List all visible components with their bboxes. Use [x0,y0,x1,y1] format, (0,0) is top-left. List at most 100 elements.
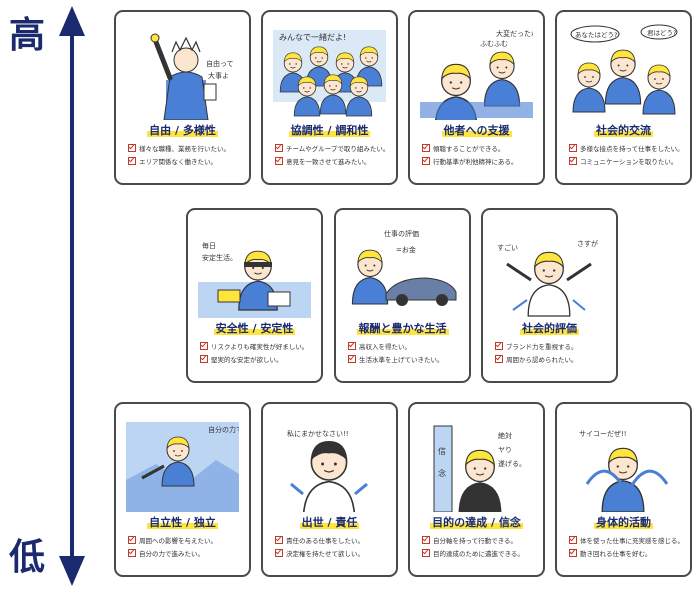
checkbox-checked-icon [569,536,577,544]
checkbox-checked-icon [422,157,430,165]
svg-text:ヤり: ヤり [498,446,512,454]
checkbox-checked-icon [569,144,577,152]
card-title-text: 社会的評価 [520,322,579,335]
card-title: 目的の達成 / 信念 [410,514,543,530]
card-checklist: 体を使った仕事に充実感を感じる。動き回れる仕事を好む。 [569,536,686,562]
checklist-item-text: 責任のある仕事をしたい。 [286,537,364,545]
svg-text:自分の力で: 自分の力で [208,425,239,434]
svg-text:すごい: すごい [497,243,518,252]
checklist-item: 動き回れる仕事を好む。 [569,549,686,558]
checklist-item-text: コミュニケーションを取りたい。 [580,158,678,166]
checklist-item-text: 周囲への影響を与えたい。 [139,537,217,545]
checkbox-checked-icon [348,342,356,350]
checklist-item: エリア関係なく働きたい。 [128,157,245,166]
checklist-item-text: チームやグループで取り組みたい。 [286,145,390,153]
card-title: 自由 / 多様性 [116,122,249,138]
checklist-item: 周囲への影響を与えたい。 [128,536,245,545]
support-illustration: 大変だったね ふむふむ [420,29,533,120]
checklist-item: 体を使った仕事に充実感を感じる。 [569,536,686,545]
card-title-text: 身体的活動 [594,516,653,529]
goal-illustration: 信 念 絶対 ヤり 遂げる。 [433,425,526,512]
checklist-item: 周囲から認められたい。 [495,355,612,364]
checklist-item: 意見を一致させて進みたい。 [275,157,392,166]
value-card: 大変だったね ふむふむ他者への支援傾聴することができる。行動基準が利他精神にある… [408,10,545,185]
card-title: 出世 / 責任 [263,514,396,530]
value-card: 毎日 安定生活。安全性 / 安定性リスクよりも確実性が好ましい。堅実的な安定が欲… [186,208,323,383]
active-illustration: サイコーだぜ!! [579,430,669,512]
checklist-item: リスクよりも確実性が好ましい。 [200,342,317,351]
climb-illustration: 自分の力で [126,422,239,512]
card-title: 安全性 / 安定性 [188,320,321,336]
svg-text:仕事の評価: 仕事の評価 [384,229,419,238]
checkbox-checked-icon [275,536,283,544]
svg-text:=お金: =お金 [396,245,416,254]
checklist-item-text: 体を使った仕事に充実感を感じる。 [580,537,684,545]
checklist-item-text: 自分軸を持って行動できる。 [433,537,518,545]
svg-text:念: 念 [438,468,446,478]
checkbox-checked-icon [275,157,283,165]
checklist-item-text: 堅実的な安定が欲しい。 [211,356,283,364]
svg-text:安定生活。: 安定生活。 [202,253,237,262]
liberty-illustration: 自由って 大事よ [150,33,234,120]
checkbox-checked-icon [495,355,503,363]
value-card: 自由って 大事よ自由 / 多様性様々な職種、業務を行いたい。エリア関係なく働きた… [114,10,251,185]
checklist-item-text: 意見を一致させて進みたい。 [286,158,371,166]
checklist-item-text: 生活水準を上げていきたい。 [359,356,444,364]
checklist-item-text: ブランド力を重視する。 [506,343,578,351]
card-title-text: 安全性 / 安定性 [213,322,296,335]
checkbox-checked-icon [275,144,283,152]
svg-text:さすが: さすが [577,239,598,248]
value-card: すごい さすが 社会的評価ブランド力を重視する。周囲から認められたい。 [481,208,618,383]
svg-text:みんなで一緒だよ!: みんなで一緒だよ! [279,32,346,42]
checklist-item: 生活水準を上げていきたい。 [348,355,465,364]
checkbox-checked-icon [200,355,208,363]
praise-illustration: すごい さすが [497,239,598,317]
checklist-item: 行動基準が利他精神にある。 [422,157,539,166]
checklist-item: 様々な職種、業務を行いたい。 [128,144,245,153]
card-title-text: 出世 / 責任 [299,516,360,529]
card-title: 他者への支援 [410,122,543,138]
checklist-item: ブランド力を重視する。 [495,342,612,351]
checklist-item-text: 目的達成のために邁進できる。 [433,550,524,558]
checklist-item-text: 高収入を得たい。 [359,343,411,351]
card-title-text: 自立性 / 独立 [147,516,218,529]
checkbox-checked-icon [128,157,136,165]
checklist-item-text: 多様な接点を持って仕事をしたい。 [580,145,684,153]
card-checklist: 様々な職種、業務を行いたい。エリア関係なく働きたい。 [128,144,245,170]
card-title: 自立性 / 独立 [116,514,249,530]
card-title: 身体的活動 [557,514,690,530]
card-title-text: 目的の達成 / 信念 [430,516,523,529]
checkbox-checked-icon [348,355,356,363]
card-title-text: 報酬と豊かな生活 [356,322,449,335]
svg-text:サイコーだぜ!!: サイコーだぜ!! [579,430,627,438]
card-checklist: リスクよりも確実性が好ましい。堅実的な安定が欲しい。 [200,342,317,368]
vertical-axis-arrow [59,6,85,586]
checkbox-checked-icon [128,536,136,544]
card-checklist: 傾聴することができる。行動基準が利他精神にある。 [422,144,539,170]
svg-text:絶対: 絶対 [498,431,512,440]
checkbox-checked-icon [495,342,503,350]
checklist-item: 自分の力で進みたい。 [128,549,245,558]
checklist-item-text: 周囲から認められたい。 [506,356,578,364]
card-checklist: 自分軸を持って行動できる。目的達成のために邁進できる。 [422,536,539,562]
checklist-item-text: リスクよりも確実性が好ましい。 [211,343,309,351]
card-checklist: 多様な接点を持って仕事をしたい。コミュニケーションを取りたい。 [569,144,686,170]
reward-illustration: 仕事の評価 =お金 [351,229,457,306]
checkbox-checked-icon [128,144,136,152]
axis-high-label: 高 [8,15,45,56]
value-card: サイコーだぜ!! 身体的活動体を使った仕事に充実感を感じる。動き回れる仕事を好む。 [555,402,692,577]
axis-low-label: 低 [8,537,45,578]
checkbox-checked-icon [422,536,430,544]
card-checklist: 責任のある仕事をしたい。決定権を持たせて欲しい。 [275,536,392,562]
checklist-item: 自分軸を持って行動できる。 [422,536,539,545]
card-title: 報酬と豊かな生活 [336,320,469,336]
value-card: 私にまかせなさい!! 出世 / 責任責任のある仕事をしたい。決定権を持たせて欲し… [261,402,398,577]
checkbox-checked-icon [569,549,577,557]
card-title-text: 他者への支援 [441,124,512,137]
value-card: 仕事の評価 =お金報酬と豊かな生活高収入を得たい。生活水準を上げていきたい。 [334,208,471,383]
svg-text:私にまかせなさい!!: 私にまかせなさい!! [287,429,349,438]
svg-text:大事よ: 大事よ [208,71,229,80]
card-title: 協調性 / 調和性 [263,122,396,138]
card-title-text: 社会的交流 [594,124,653,137]
